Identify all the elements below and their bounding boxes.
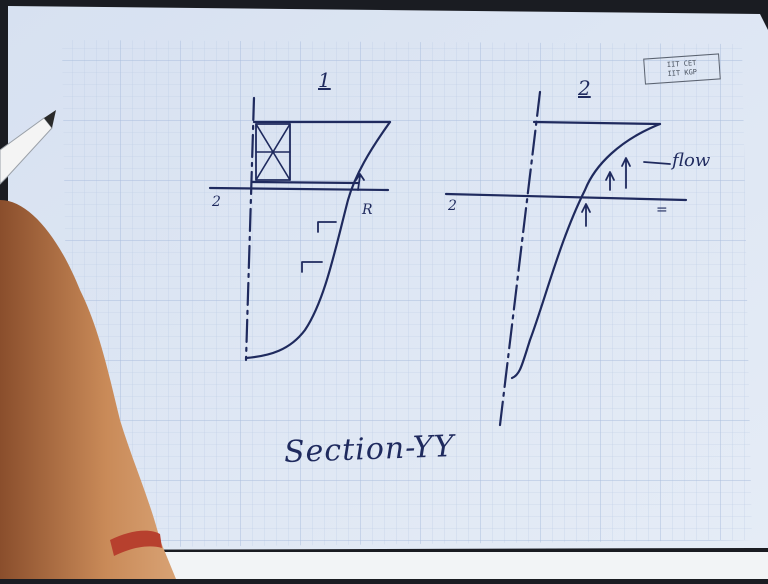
fig2-top-line [532, 120, 662, 126]
fig1-velocity-profile [244, 120, 392, 360]
flow-label: flow [672, 150, 711, 171]
wrist-thread [110, 530, 162, 556]
figure-2 [444, 90, 688, 427]
figure-1-number: 1 [318, 68, 331, 92]
fig1-centerline [244, 96, 256, 362]
fig1-right-label: R [362, 202, 373, 218]
fig2-right-label: = [656, 202, 668, 218]
figure-2-number: 2 [578, 76, 591, 100]
graph-paper [62, 40, 752, 548]
institute-tag: IIT CET IIT KGP [643, 53, 721, 85]
fig2-centerline [498, 90, 542, 427]
fig2-velocity-profile [510, 122, 662, 380]
hand [0, 200, 176, 579]
fig2-surface-line [444, 192, 688, 202]
fig2-left-label: 2 [448, 198, 457, 214]
pen [0, 110, 56, 185]
figure-1 [208, 96, 392, 362]
caption-section-yy: Section-YY [283, 429, 456, 470]
fig1-left-label: 2 [212, 194, 221, 210]
